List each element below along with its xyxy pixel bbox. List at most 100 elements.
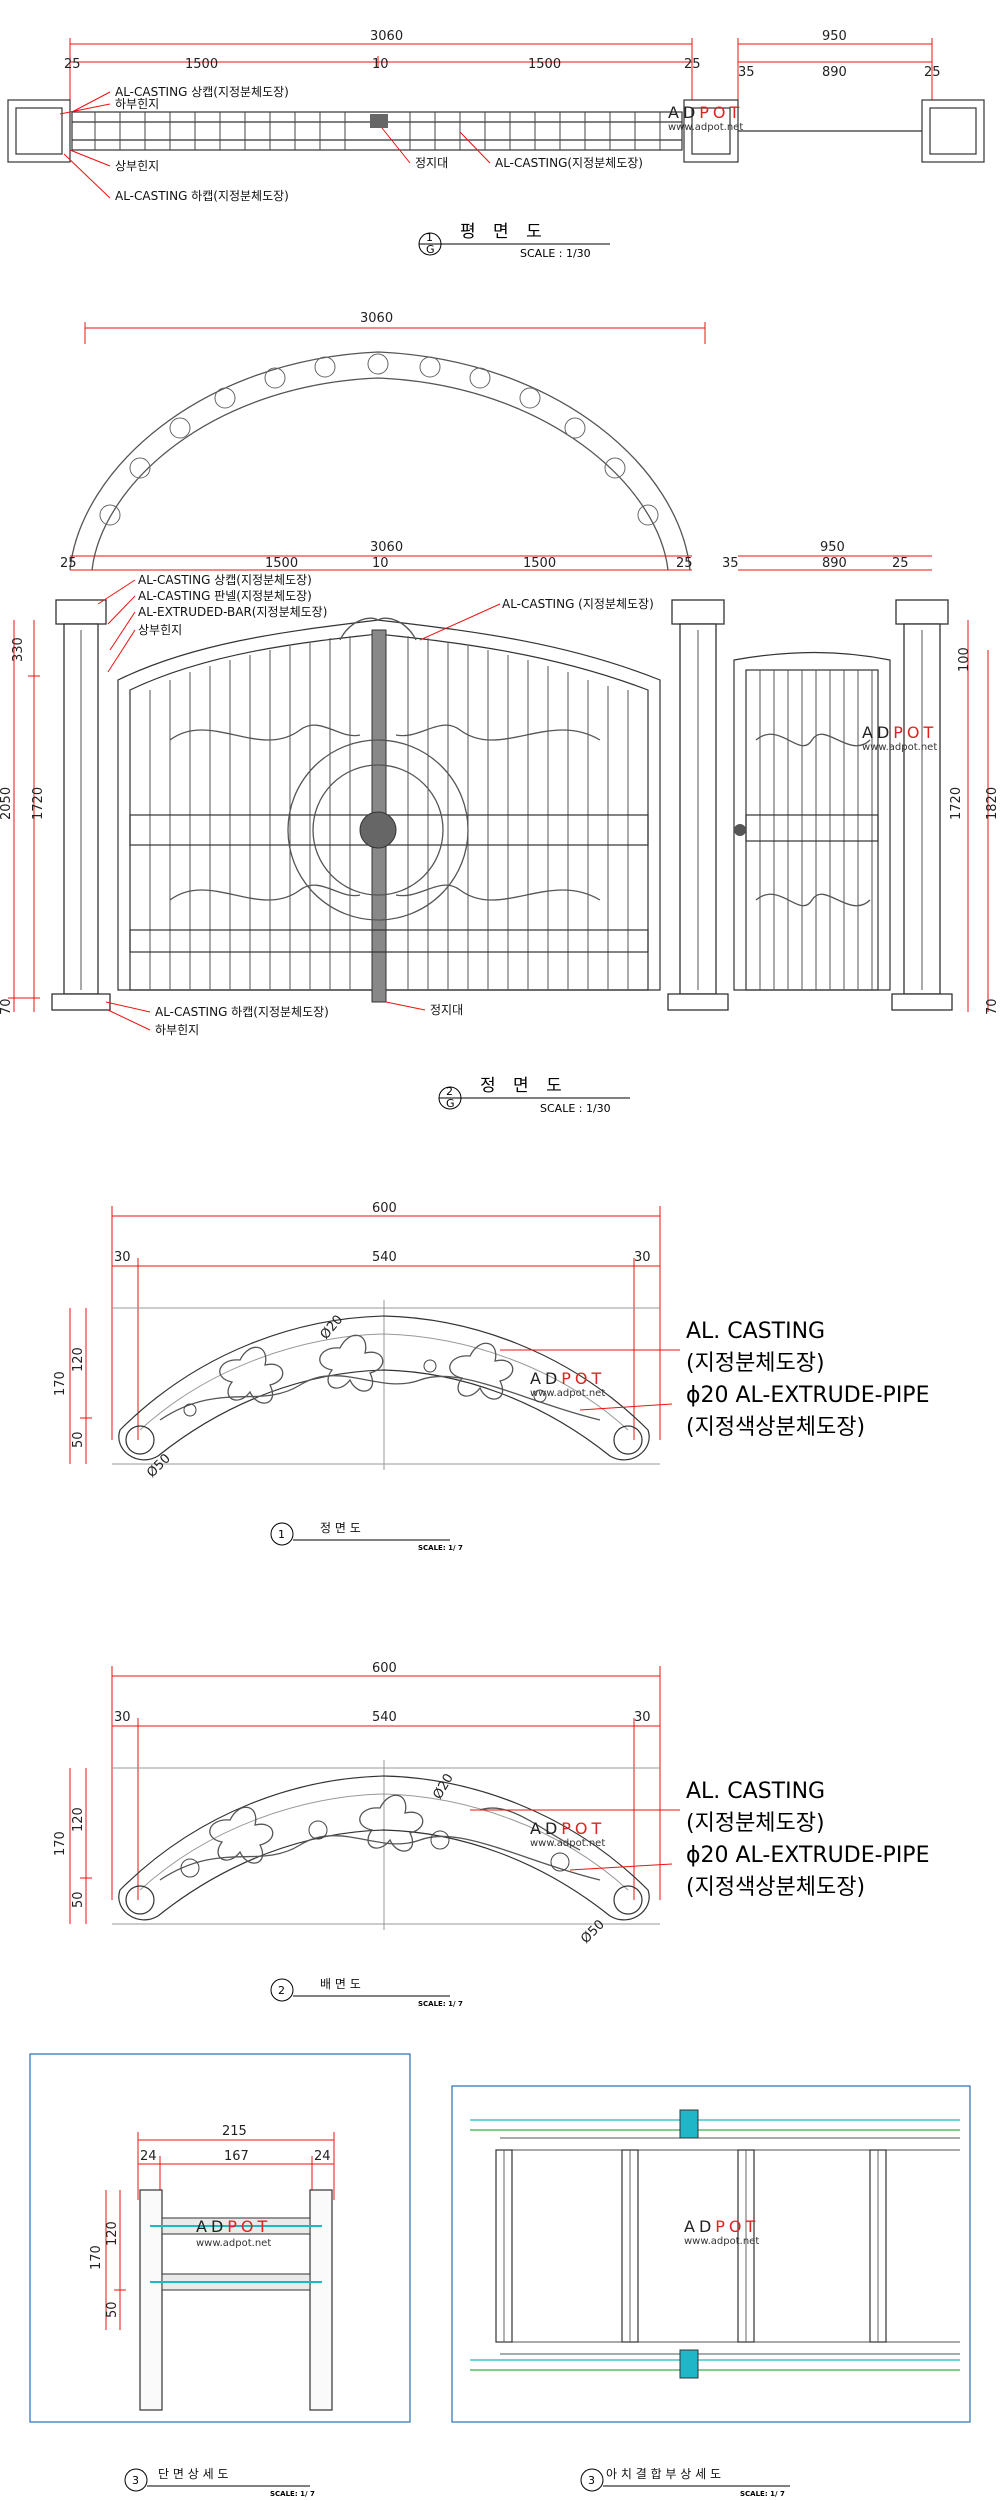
arch1-r30: 30 [634,1250,651,1265]
front-r100: 100 [957,647,972,672]
front-title: 정 면 도 [480,1076,568,1096]
arch2-scale: SCALE: 1/ 7 [418,2000,463,2008]
front-dim-half-left: 1500 [265,556,298,571]
arch1-phi20: Ø20 [318,1312,347,1342]
front-v330: 330 [11,637,26,662]
arch-back-view: 600 540 30 30 170 120 50 Ø20 Ø50 AL. CAS… [53,1661,929,2008]
arch1-w540: 540 [372,1250,397,1265]
joint-detail: ADPOT www.adpot.net 3 아 치 결 합 부 상 세 도 SC… [451,2085,971,2498]
front-label-al-casting: AL-CASTING (지정분체도장) [502,597,654,611]
arch2-watermark: ADPOT [530,1819,605,1838]
front-dim-side-total: 950 [820,540,845,555]
front-label-top-cap: AL-CASTING 상캡(지정분체도장) [138,573,312,587]
front-dim-side-right: 25 [892,556,909,571]
arch1-callout-casting-sub: (지정분체도장) [686,1351,825,1376]
front-r1720: 1720 [949,787,964,820]
front-label-upper-hinge: 상부힌지 [138,623,182,637]
plan-dim-total: 3060 [370,29,403,44]
plan-title-sub: G [426,243,435,256]
joint-scale: SCALE: 1/ 7 [740,2490,785,2498]
section-scale: SCALE: 1/ 7 [270,2490,315,2498]
front-scale: SCALE : 1/30 [540,1102,611,1115]
plan-watermark: ADPOT [668,103,743,122]
arch2-title-num: 2 [278,1984,285,1997]
plan-label-lower-hinge: 하부힌지 [115,97,159,111]
front-label-bottom-cap: AL-CASTING 하캡(지정분체도장) [155,1005,329,1019]
plan-dim-side-inner: 890 [822,65,847,80]
arch1-callout-pipe: ϕ20 AL-EXTRUDE-PIPE [686,1383,929,1408]
arch1-scale: SCALE: 1/ 7 [418,1544,463,1552]
arch2-callout-casting-sub: (지정분체도장) [686,1811,825,1836]
section-detail: 215 167 24 24 170 120 50 ADPOT www.adpot… [29,2053,411,2498]
plan-scale: SCALE : 1/30 [520,247,591,260]
arch2-w600: 600 [372,1661,397,1676]
front-label-panel: AL-CASTING 판넬(지정분체도장) [138,589,312,603]
arch1-watermark: ADPOT [530,1369,605,1388]
arch2-callout-pipe-sub: (지정색상분체도장) [686,1875,865,1900]
front-label-lower-hinge: 하부힌지 [155,1023,199,1037]
front-dim-center: 10 [372,556,389,571]
front-v70: 70 [0,998,14,1015]
plan-label-top-cap: AL-CASTING 상캡(지정분체도장) [115,85,289,99]
plan-dim-side-total: 950 [822,29,847,44]
plan-dim-half-left: 1500 [185,57,218,72]
section-watermark-url: www.adpot.net [196,2238,271,2249]
arch1-phi50: Ø50 [144,1451,174,1481]
arch1-h120: 120 [71,1347,86,1372]
arch1-title: 정 면 도 [320,1521,361,1535]
arch2-h120: 120 [71,1807,86,1832]
front-dim-half-right: 1500 [523,556,556,571]
front-dim-right-edge: 25 [676,556,693,571]
arch1-title-num: 1 [278,1528,285,1541]
joint-title: 아 치 결 합 부 상 세 도 [606,2467,721,2481]
arch2-l30: 30 [114,1710,131,1725]
arch2-r30: 30 [634,1710,651,1725]
plan-dim-right-edge: 25 [684,57,701,72]
arch2-watermark-url: www.adpot.net [530,1838,605,1849]
arch1-watermark-url: www.adpot.net [530,1388,605,1399]
section-h50: 50 [105,2301,120,2318]
front-dim-side-inner: 890 [822,556,847,571]
plan-dim-center: 10 [372,57,389,72]
front-dim-left-edge: 25 [60,556,77,571]
arch2-phi20: Ø20 [430,1771,456,1802]
front-r70: 70 [985,998,1000,1015]
arch1-h170: 170 [53,1371,68,1396]
section-w167: 167 [224,2149,249,2164]
joint-watermark: ADPOT [684,2217,759,2236]
front-title-sub: G [446,1097,455,1110]
section-watermark: ADPOT [196,2217,271,2236]
plan-dim-side-right: 25 [924,65,941,80]
arch2-phi50: Ø50 [578,1917,608,1947]
plan-label-al-casting: AL-CASTING(지정분체도장) [495,156,643,170]
section-r24: 24 [314,2149,331,2164]
arch1-callout-casting: AL. CASTING [686,1319,825,1344]
front-v2050: 2050 [0,787,14,820]
front-title-num: 2 [446,1085,453,1098]
plan-title: 평 면 도 [460,222,548,242]
section-title: 단 면 상 세 도 [158,2467,228,2481]
front-label-bar: AL-EXTRUDED-BAR(지정분체도장) [138,605,327,619]
arch2-title: 배 면 도 [320,1977,361,1991]
section-title-num: 3 [132,2474,139,2487]
front-view: 3060 3060 1500 10 1500 25 25 950 890 35 … [0,311,1000,1115]
arch1-h50: 50 [71,1431,86,1448]
front-v1720: 1720 [31,787,46,820]
arch1-l30: 30 [114,1250,131,1265]
arch2-h170: 170 [53,1831,68,1856]
plan-label-upper-hinge: 상부힌지 [115,159,159,173]
front-watermark: ADPOT [862,723,937,742]
front-r1820: 1820 [985,787,1000,820]
section-h170: 170 [89,2245,104,2270]
section-l24: 24 [140,2149,157,2164]
plan-label-bottom-cap: AL-CASTING 하캡(지정분체도장) [115,189,289,203]
arch2-callout-casting: AL. CASTING [686,1779,825,1804]
arch2-callout-pipe: ϕ20 AL-EXTRUDE-PIPE [686,1843,929,1868]
front-label-stopper: 정지대 [430,1003,463,1017]
section-w215: 215 [222,2124,247,2139]
arch2-w540: 540 [372,1710,397,1725]
section-h120: 120 [105,2221,120,2246]
front-dim-total: 3060 [370,540,403,555]
arch1-w600: 600 [372,1201,397,1216]
